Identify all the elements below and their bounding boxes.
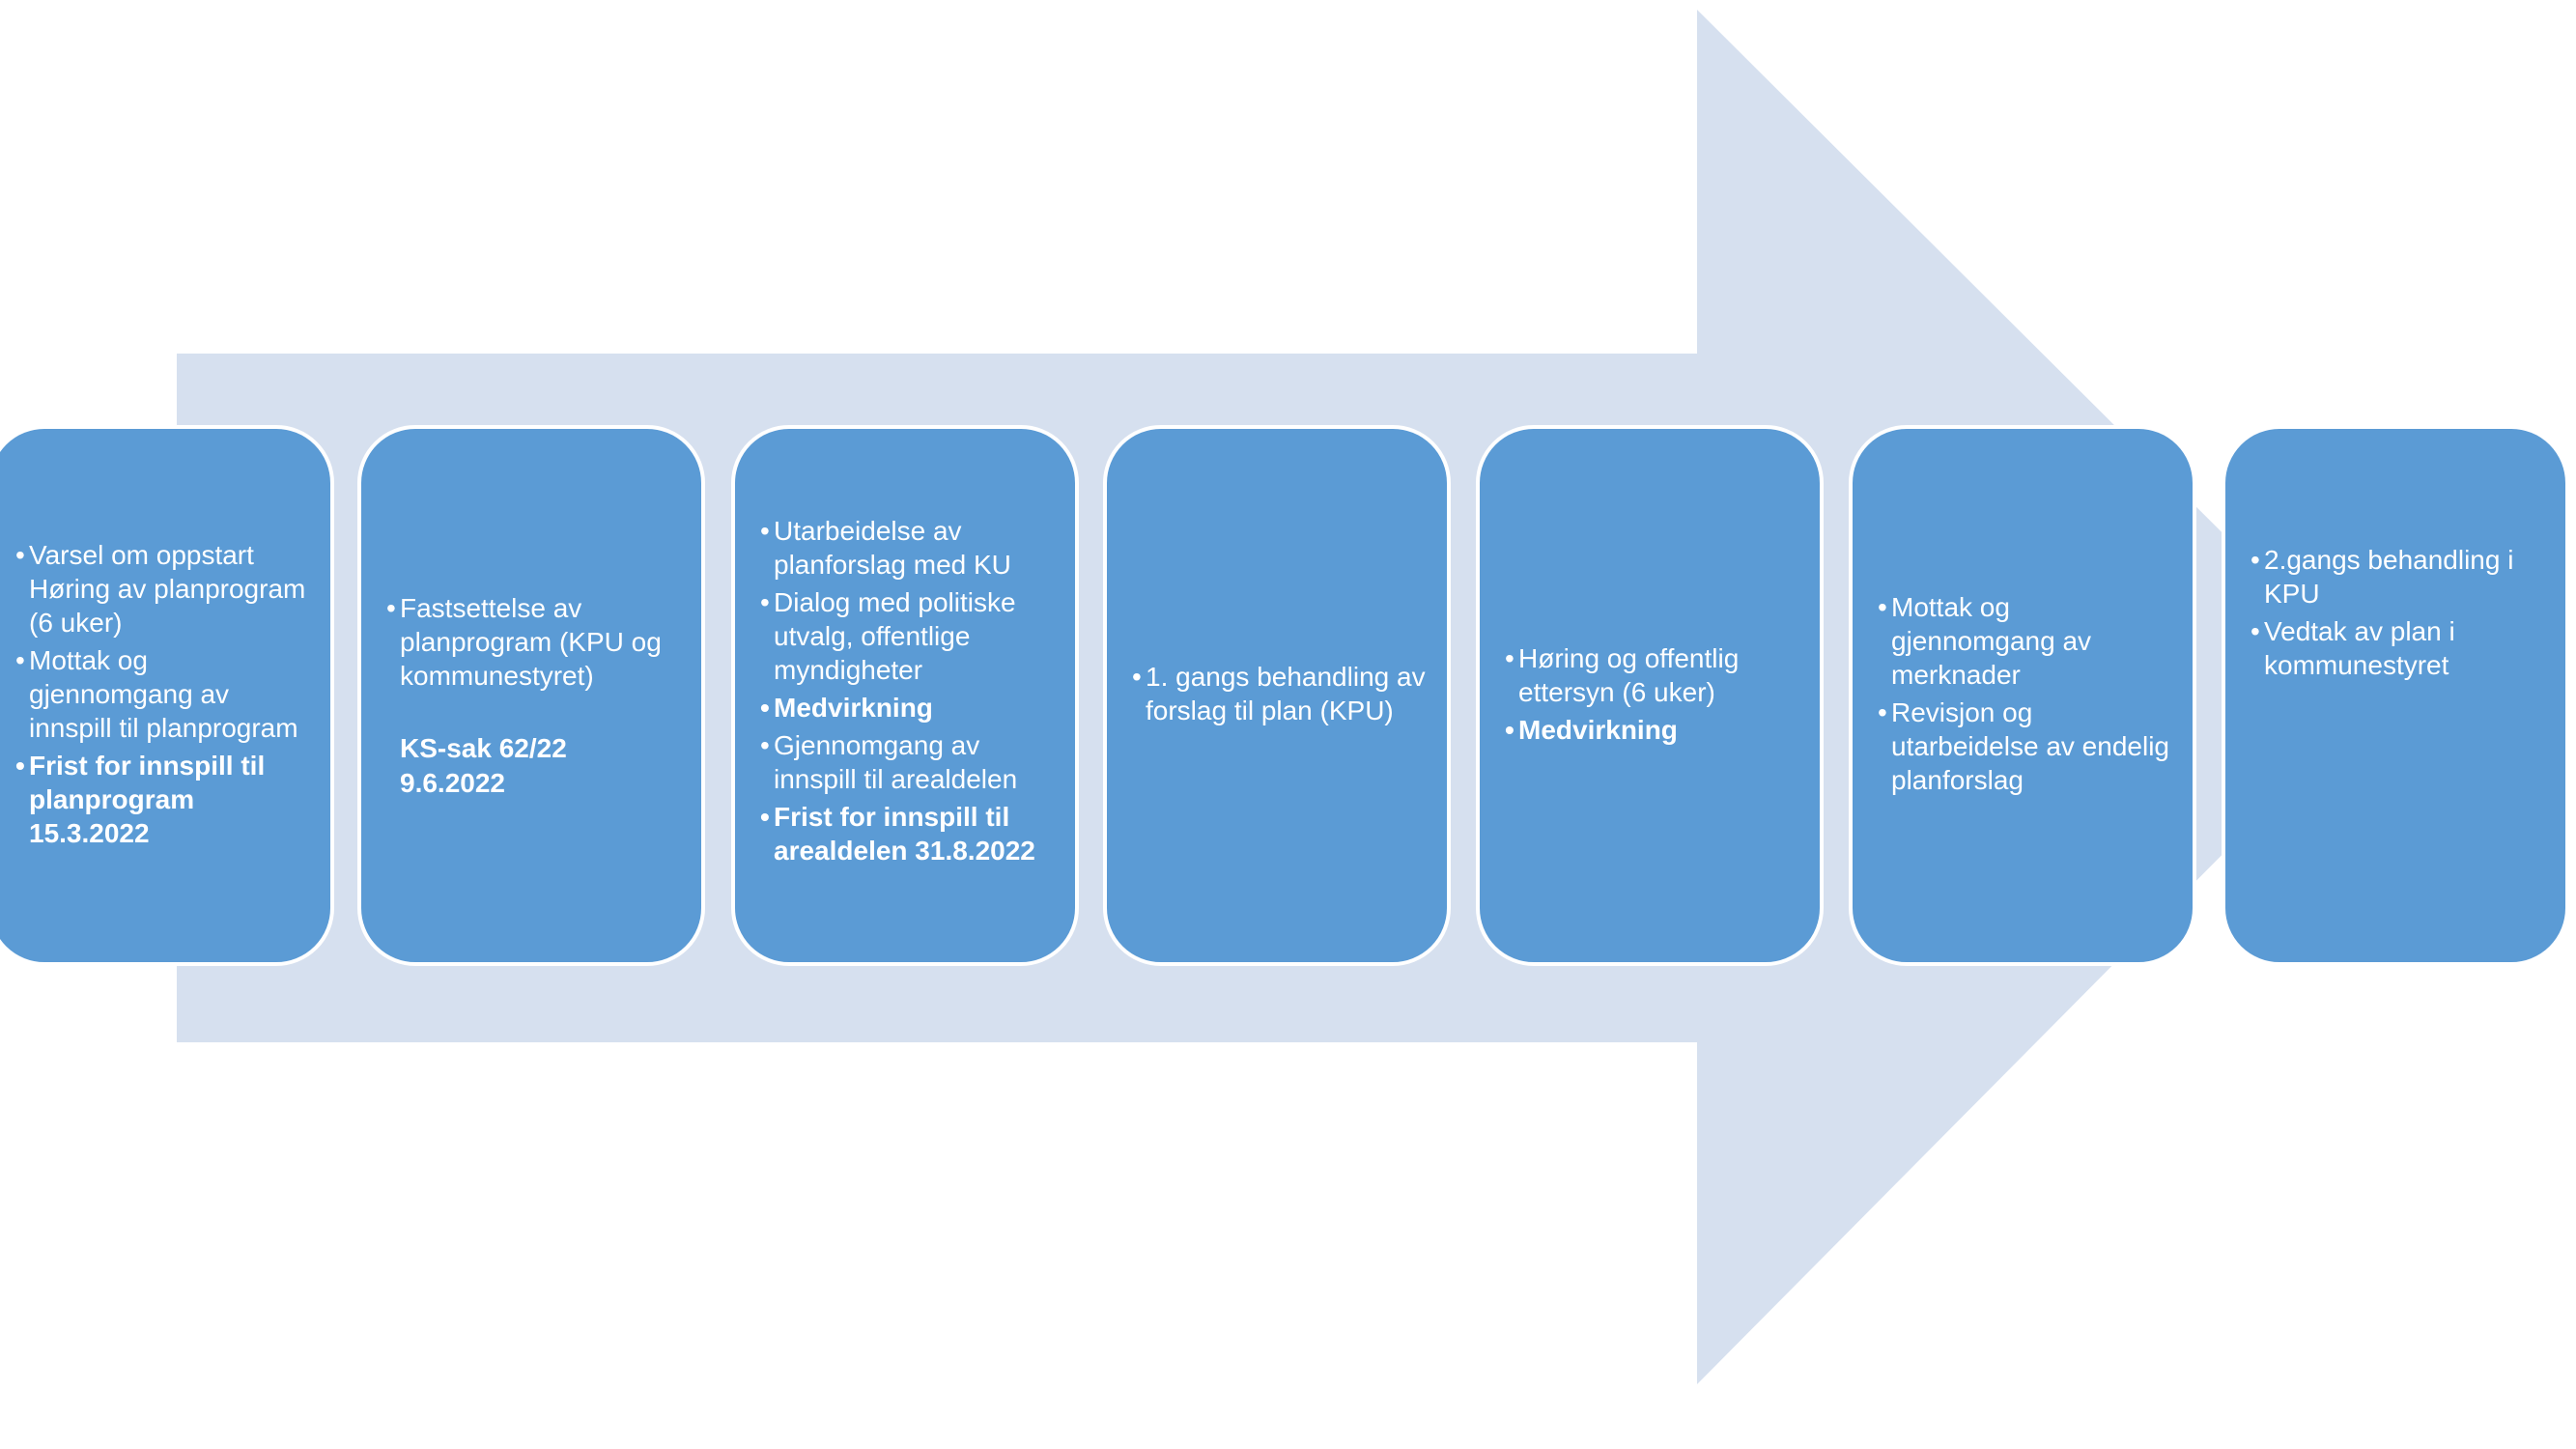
step-content: •Varsel om oppstart Høring av planprogra… [0,538,330,854]
process-step-7: •2.gangs behandling i KPU•Vedtak av plan… [2222,425,2569,966]
step-bullet-item: •Vedtak av plan i kommunestyret [2250,614,2552,682]
step-bullet-text: Fastsettelse av planprogram (KPU og komm… [400,592,662,691]
bullet-icon: • [760,730,770,760]
step-bullet-list: •Mottak og gjennomgang av merknader•Revi… [1878,590,2179,797]
step-bullet-list: •Fastsettelse av planprogram (KPU og kom… [386,591,688,693]
bullet-icon: • [1505,642,1514,673]
bullet-icon: • [760,802,770,832]
step-note: KS-sak 62/22 9.6.2022 [386,731,688,801]
step-bullet-list: •Høring og offentlig ettersyn (6 uker)•M… [1505,641,1806,747]
step-bullet-item: •1. gangs behandling av forslag til plan… [1132,660,1433,727]
step-bullet-text: Frist for innspill til arealdelen 31.8.2… [774,802,1035,866]
step-bullet-item: •2.gangs behandling i KPU [2250,543,2552,611]
step-bullet-text: Mottak og gjennomgang av merknader [1891,592,2092,690]
step-bullet-text: Frist for innspill til planprogram 15.3.… [29,750,266,848]
step-content: •Mottak og gjennomgang av merknader•Revi… [1853,590,2193,801]
step-bullet-text: Høring og offentlig ettersyn (6 uker) [1518,642,1740,707]
step-bullet-text: 2.gangs behandling i KPU [2264,545,2514,609]
bullet-icon: • [1505,714,1514,745]
step-bullet-item: •Høring og offentlig ettersyn (6 uker) [1505,641,1806,709]
step-bullet-text: Varsel om oppstart Høring av planprogram… [29,539,306,638]
process-step-4: •1. gangs behandling av forslag til plan… [1103,425,1451,966]
process-step-5: •Høring og offentlig ettersyn (6 uker)•M… [1476,425,1824,966]
step-bullet-item: •Medvirkning [760,691,1062,724]
step-bullet-text: Revisjon og utarbeidelse av endelig plan… [1891,697,2169,795]
step-bullet-item: •Mottak og gjennomgang av merknader [1878,590,2179,692]
step-bullet-item: •Frist for innspill til arealdelen 31.8.… [760,800,1062,867]
bullet-icon: • [15,539,25,570]
step-bullet-item: •Gjennomgang av innspill til arealdelen [760,728,1062,796]
step-bullet-list: •1. gangs behandling av forslag til plan… [1132,660,1433,727]
bullet-icon: • [2250,545,2260,575]
step-content: •Utarbeidelse av planforslag med KU•Dial… [735,514,1075,871]
bullet-icon: • [1132,662,1142,692]
bullet-icon: • [760,693,770,723]
bullet-icon: • [1878,592,1887,622]
step-bullet-text: Utarbeidelse av planforslag med KU [774,516,1011,580]
process-step-6: •Mottak og gjennomgang av merknader•Revi… [1849,425,2196,966]
step-bullet-text: Vedtak av plan i kommunestyret [2264,616,2455,680]
step-bullet-item: •Frist for innspill til planprogram 15.3… [15,749,317,850]
step-bullet-text: Dialog med politiske utvalg, offentlige … [774,587,1016,685]
step-note-line: 9.6.2022 [400,767,505,798]
step-note-line: KS-sak 62/22 [400,732,567,763]
step-content: •Fastsettelse av planprogram (KPU og kom… [361,591,701,801]
step-bullet-text: Mottak og gjennomgang av innspill til pl… [29,644,298,743]
step-bullet-item: •Medvirkning [1505,713,1806,747]
step-bullet-item: •Varsel om oppstart Høring av planprogra… [15,538,317,639]
step-bullet-text: Medvirkning [774,693,933,723]
step-bullet-list: •2.gangs behandling i KPU•Vedtak av plan… [2250,543,2552,682]
bullet-icon: • [760,516,770,546]
step-bullet-item: •Fastsettelse av planprogram (KPU og kom… [386,591,688,693]
bullet-icon: • [760,587,770,617]
step-bullet-text: 1. gangs behandling av forslag til plan … [1146,662,1426,725]
bullet-icon: • [15,750,25,781]
step-bullet-item: •Mottak og gjennomgang av innspill til p… [15,643,317,745]
step-content: •2.gangs behandling i KPU•Vedtak av plan… [2225,543,2565,686]
bullet-icon: • [1878,697,1887,727]
process-step-3: •Utarbeidelse av planforslag med KU•Dial… [731,425,1079,966]
step-bullet-text: Gjennomgang av innspill til arealdelen [774,730,1018,794]
step-bullet-list: •Utarbeidelse av planforslag med KU•Dial… [760,514,1062,867]
step-bullet-text: Medvirkning [1518,714,1678,745]
step-bullet-item: •Dialog med politiske utvalg, offentlige… [760,585,1062,687]
bullet-icon: • [386,592,396,623]
step-bullet-item: •Utarbeidelse av planforslag med KU [760,514,1062,582]
step-content: •1. gangs behandling av forslag til plan… [1107,660,1447,731]
bullet-icon: • [15,644,25,675]
step-bullet-item: •Revisjon og utarbeidelse av endelig pla… [1878,696,2179,797]
step-content: •Høring og offentlig ettersyn (6 uker)•M… [1480,641,1820,751]
step-bullet-list: •Varsel om oppstart Høring av planprogra… [15,538,317,850]
process-step-2: •Fastsettelse av planprogram (KPU og kom… [357,425,705,966]
process-step-1: •Varsel om oppstart Høring av planprogra… [0,425,334,966]
bullet-icon: • [2250,616,2260,646]
